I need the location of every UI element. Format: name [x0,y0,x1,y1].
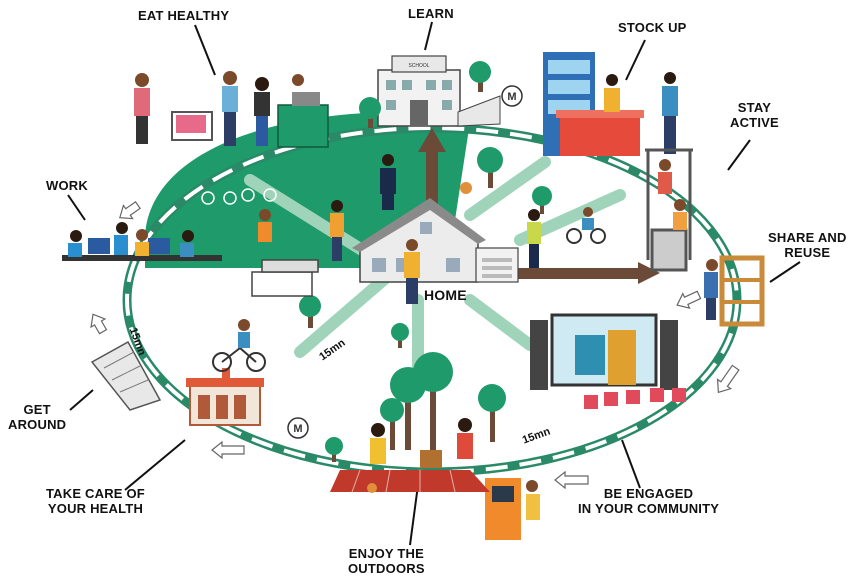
label-get-around-line2: AROUND [8,417,67,432]
label-work: WORK [46,178,88,193]
label-share-reuse-line2: REUSE [784,245,831,260]
label-stay-active-line1: STAY [737,100,772,115]
athlete-figures [658,159,687,230]
label-enjoy-outdoors: ENJOY THE OUTDOORS [348,546,425,576]
label-get-around: GET AROUND [8,402,66,432]
shelf-reuse [704,255,765,327]
cyclist [212,347,266,372]
shop-shelves [543,52,644,156]
community-stage [530,313,678,390]
park-figures [258,154,396,261]
leader-lines [67,21,801,546]
label-eat-healthy: EAT HEALTHY [138,8,230,23]
shopper-figures [134,71,304,146]
label-take-care-health-line2: YOUR HEALTH [47,501,144,516]
grocery-stand [171,92,329,148]
label-home: HOME [424,287,467,303]
park-bikes [201,188,277,205]
svg-text:M: M [507,91,516,103]
label-learn: LEARN [408,6,454,21]
escalator [90,340,162,411]
label-be-engaged-line2: IN YOUR COMMUNITY [578,501,720,516]
audience-chairs [584,388,686,409]
radial-paths [244,156,626,386]
health-center [186,368,264,426]
school-building: SCHOOL [377,55,501,127]
label-take-care-health: TAKE CARE OF YOUR HEALTH [46,486,145,516]
office-desk [62,222,222,261]
trees [299,61,552,462]
cyclist-head [238,319,250,331]
atm-machine [485,478,540,540]
cyclist-body [238,332,250,348]
fitness-equipment [645,148,693,272]
label-enjoy-outdoors-line1: ENJOY THE [348,546,424,561]
label-get-around-line1: GET [23,402,51,417]
label-be-engaged: BE ENGAGED IN YOUR COMMUNITY [578,486,719,516]
svg-text:M: M [293,423,302,435]
label-share-reuse-line1: SHARE AND [768,230,847,245]
metro-sign-top: M [501,85,523,107]
dog [460,182,472,194]
cat [367,483,377,493]
shop-people [604,72,678,154]
direction-arrows [90,201,740,490]
home-house [352,198,519,304]
label-enjoy-outdoors-line2: OUTDOORS [348,561,425,576]
label-share-reuse: SHARE AND REUSE [768,230,847,260]
label-stay-active: STAY ACTIVE [730,100,779,130]
label-take-care-health-line1: TAKE CARE OF [46,486,145,501]
label-stock-up: STOCK UP [618,20,687,35]
fence-gate [251,259,319,297]
school-sign: SCHOOL [408,63,429,69]
label-stay-active-line2: ACTIVE [730,115,779,130]
label-be-engaged-line1: BE ENGAGED [603,486,694,501]
metro-sign-bottom: M [287,417,309,439]
traffic-scene [527,207,606,268]
